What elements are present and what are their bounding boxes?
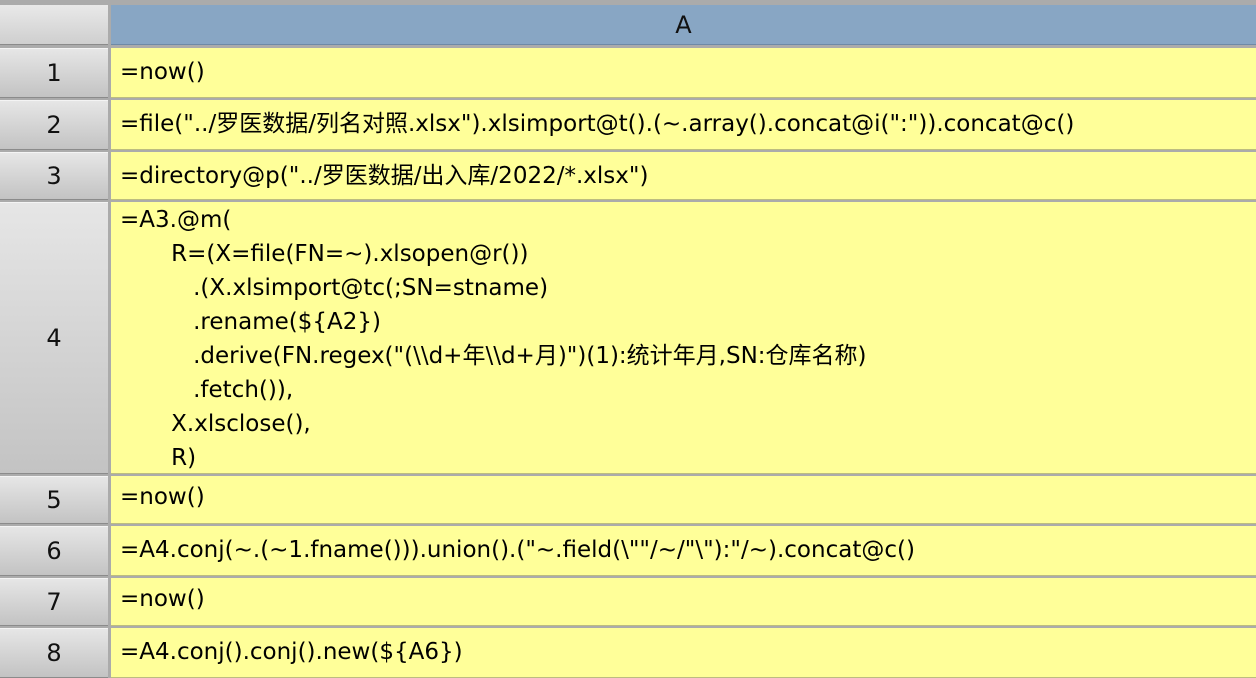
row-header-7[interactable]: 7: [0, 578, 108, 626]
cell-a1[interactable]: =now(): [111, 48, 1256, 98]
select-all-corner[interactable]: [0, 5, 108, 45]
row-header-3[interactable]: 3: [0, 152, 108, 200]
row-header-4[interactable]: 4: [0, 202, 108, 474]
column-header-a[interactable]: A: [111, 5, 1256, 45]
cell-a5[interactable]: =now(): [111, 476, 1256, 524]
row-header-1[interactable]: 1: [0, 48, 108, 98]
row-header-5[interactable]: 5: [0, 476, 108, 524]
cell-a6[interactable]: =A4.conj(~.(~1.fname())).union().("~.fie…: [111, 526, 1256, 576]
cell-a8[interactable]: =A4.conj().conj().new(${A6}): [111, 628, 1256, 678]
cell-a7[interactable]: =now(): [111, 578, 1256, 626]
cell-a2[interactable]: =file("../罗医数据/列名对照.xlsx").xlsimport@t()…: [111, 100, 1256, 150]
row-header-8[interactable]: 8: [0, 628, 108, 678]
row-header-6[interactable]: 6: [0, 526, 108, 576]
cell-a3[interactable]: =directory@p("../罗医数据/出入库/2022/*.xlsx"): [111, 152, 1256, 200]
cell-a4[interactable]: =A3.@m( R=(X=file(FN=~).xlsopen@r()) .(X…: [111, 202, 1256, 474]
row-header-2[interactable]: 2: [0, 100, 108, 150]
